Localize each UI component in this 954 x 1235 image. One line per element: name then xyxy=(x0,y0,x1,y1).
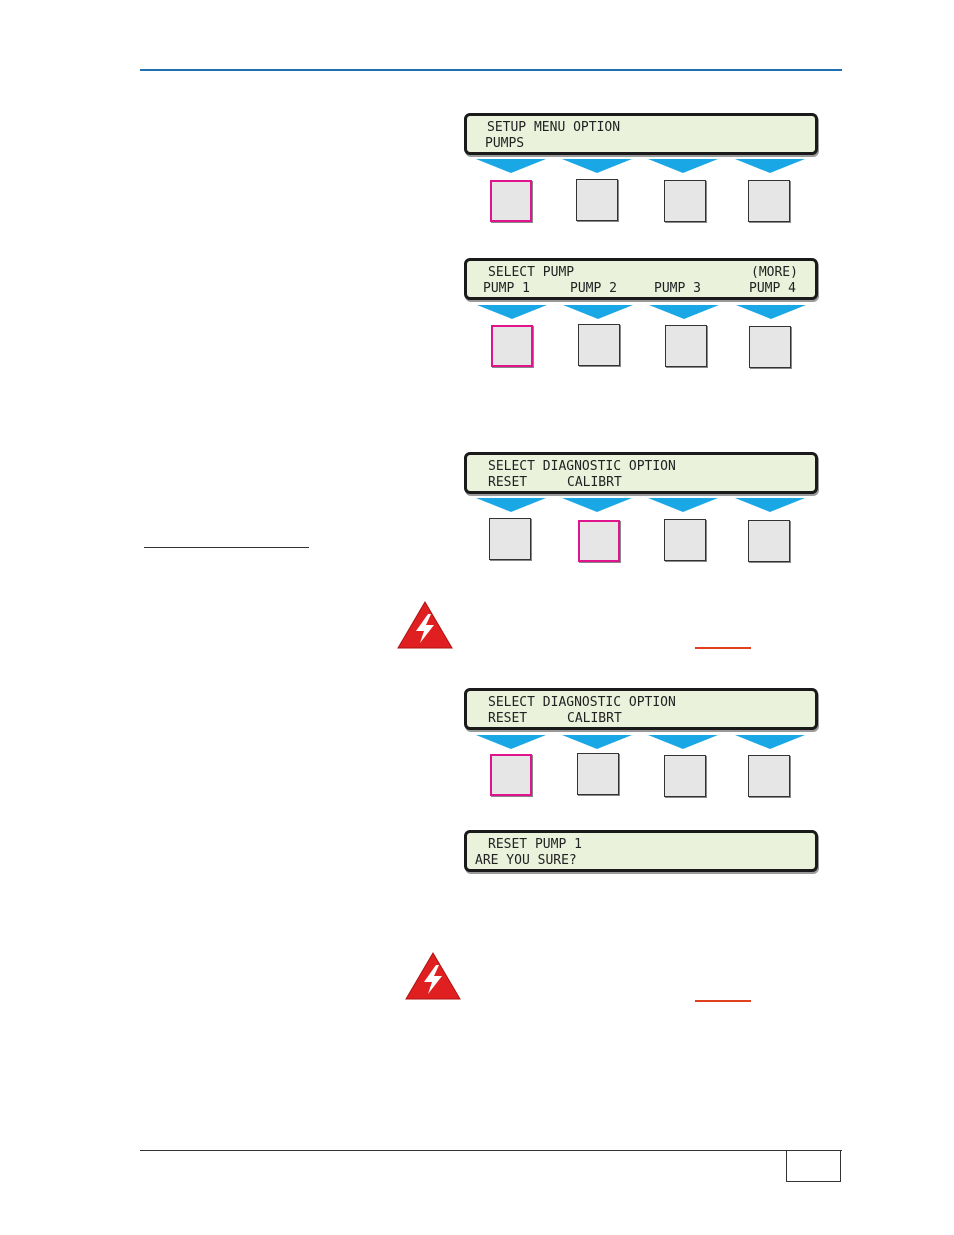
softkey-4-button[interactable] xyxy=(748,180,790,222)
softkey-arrow-2 xyxy=(562,159,632,173)
softkey-3-button[interactable] xyxy=(665,325,707,367)
lcd-more-label: (MORE) xyxy=(751,265,798,280)
softkey-arrow-2 xyxy=(562,498,632,512)
lcd-option-pump-3: PUMP 3 xyxy=(654,281,701,296)
lcd-option-pump-2: PUMP 2 xyxy=(570,281,617,296)
footer-rule xyxy=(140,1150,842,1151)
softkey-arrow-1 xyxy=(477,305,547,319)
softkey-arrow-2 xyxy=(563,305,633,319)
lcd-display-diagnostic-option: SELECT DIAGNOSTIC OPTION RESET CALIBRT xyxy=(464,452,818,494)
softkey-arrow-2 xyxy=(562,735,632,749)
lcd-line-1: SETUP MENU OPTION xyxy=(487,120,621,135)
lcd-line-2: ARE YOU SURE? xyxy=(475,853,577,868)
lcd-line-1: SELECT DIAGNOSTIC OPTION xyxy=(488,459,676,474)
softkey-1-button[interactable] xyxy=(490,180,532,222)
softkey-3-button[interactable] xyxy=(664,180,706,222)
softkey-arrow-3 xyxy=(649,305,719,319)
softkey-1-button[interactable] xyxy=(491,325,533,367)
warning-high-voltage-icon xyxy=(405,952,461,1000)
lcd-display-select-pump: SELECT PUMP (MORE) PUMP 1 PUMP 2 PUMP 3 … xyxy=(464,258,818,300)
softkey-arrow-4 xyxy=(735,159,805,173)
warning-underline xyxy=(695,647,751,649)
lcd-option-reset: RESET xyxy=(488,475,528,490)
softkey-2-button[interactable] xyxy=(576,179,618,221)
lcd-display-diagnostic-option: SELECT DIAGNOSTIC OPTION RESET CALIBRT xyxy=(464,688,818,730)
softkey-3-button[interactable] xyxy=(664,755,706,797)
header-rule xyxy=(140,69,842,71)
lcd-option-pump-4: PUMP 4 xyxy=(749,281,796,296)
softkey-4-button[interactable] xyxy=(749,326,791,368)
lcd-display-reset-confirm: RESET PUMP 1 ARE YOU SURE? xyxy=(464,830,818,872)
softkey-1-button[interactable] xyxy=(489,518,531,560)
softkey-arrow-3 xyxy=(648,159,718,173)
softkey-arrow-1 xyxy=(476,498,546,512)
lcd-display-setup-menu: SETUP MENU OPTION PUMPS xyxy=(464,113,818,155)
softkey-3-button[interactable] xyxy=(664,519,706,561)
softkey-4-button[interactable] xyxy=(748,755,790,797)
lcd-line-1: SELECT DIAGNOSTIC OPTION xyxy=(488,695,676,710)
softkey-1-button[interactable] xyxy=(490,754,532,796)
lcd-line-1: RESET PUMP 1 xyxy=(488,837,582,852)
section-underline xyxy=(144,547,309,548)
lcd-line-2: PUMPS xyxy=(485,136,525,151)
softkey-2-button[interactable] xyxy=(578,520,620,562)
softkey-2-button[interactable] xyxy=(578,324,620,366)
lcd-option-reset: RESET xyxy=(488,711,528,726)
page-number-box xyxy=(786,1150,841,1182)
softkey-arrow-3 xyxy=(648,735,718,749)
warning-high-voltage-icon xyxy=(397,601,453,649)
lcd-option-pump-1: PUMP 1 xyxy=(483,281,530,296)
softkey-arrow-4 xyxy=(735,498,805,512)
softkey-arrow-1 xyxy=(476,735,546,749)
softkey-arrow-4 xyxy=(735,735,805,749)
softkey-arrow-1 xyxy=(476,159,546,173)
softkey-arrow-3 xyxy=(648,498,718,512)
softkey-4-button[interactable] xyxy=(748,520,790,562)
lcd-line-1: SELECT PUMP xyxy=(488,265,575,280)
warning-underline xyxy=(695,1000,751,1002)
lcd-option-calibrt: CALIBRT xyxy=(567,711,622,726)
lcd-option-calibrt: CALIBRT xyxy=(567,475,622,490)
softkey-arrow-4 xyxy=(736,305,806,319)
softkey-2-button[interactable] xyxy=(577,753,619,795)
